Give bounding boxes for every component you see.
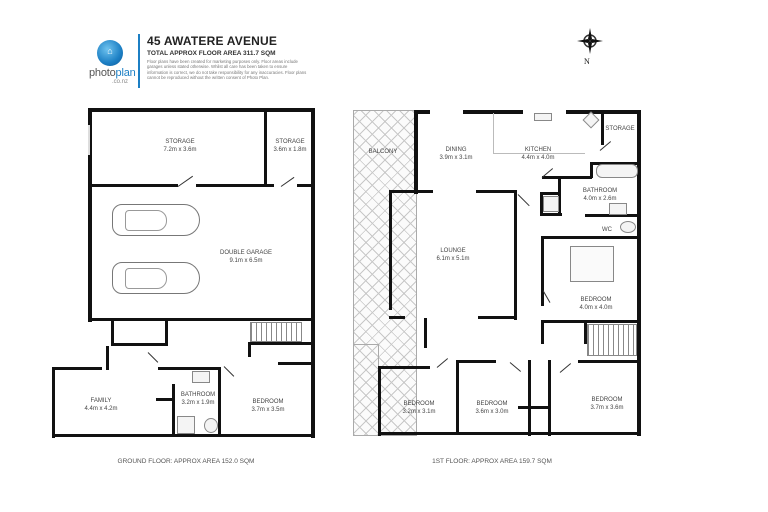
room-label-balcony: BALCONY — [368, 149, 398, 155]
cooktop — [582, 111, 600, 129]
toilet — [204, 418, 218, 433]
bath-sink — [192, 371, 210, 383]
header-divider — [138, 34, 140, 88]
compass-rose-icon: N — [577, 28, 603, 66]
svg-text:N: N — [584, 57, 590, 66]
staircase — [587, 324, 637, 356]
staircase — [250, 322, 302, 342]
photoplan-logo — [97, 40, 123, 66]
disclaimer-text: Floor plans have been created for market… — [147, 59, 307, 80]
ground-floor-caption: GROUND FLOOR: APPROX AREA 152.0 SQM — [117, 458, 255, 465]
room-label-wc: WC — [602, 227, 612, 233]
vanity — [609, 203, 627, 215]
shower — [543, 196, 559, 212]
brand-domain: .co.nz — [112, 79, 129, 85]
total-area: TOTAL APPROX FLOOR AREA 311.7 SQM — [147, 50, 276, 57]
property-title: 45 AWATERE AVENUE — [147, 34, 278, 48]
car-icon — [112, 204, 200, 236]
first-floor-caption: 1ST FLOOR: APPROX AREA 159.7 SQM — [432, 458, 552, 465]
logo-mark-icon: ⌂ — [107, 46, 113, 56]
car-icon — [112, 262, 200, 294]
room-label-storage: STORAGE — [605, 126, 635, 132]
bed — [570, 246, 614, 282]
brand-name: photoplan — [89, 67, 136, 79]
bathtub — [596, 164, 638, 178]
shower — [177, 416, 195, 434]
kitchen-sink — [534, 113, 552, 121]
toilet — [620, 221, 636, 233]
